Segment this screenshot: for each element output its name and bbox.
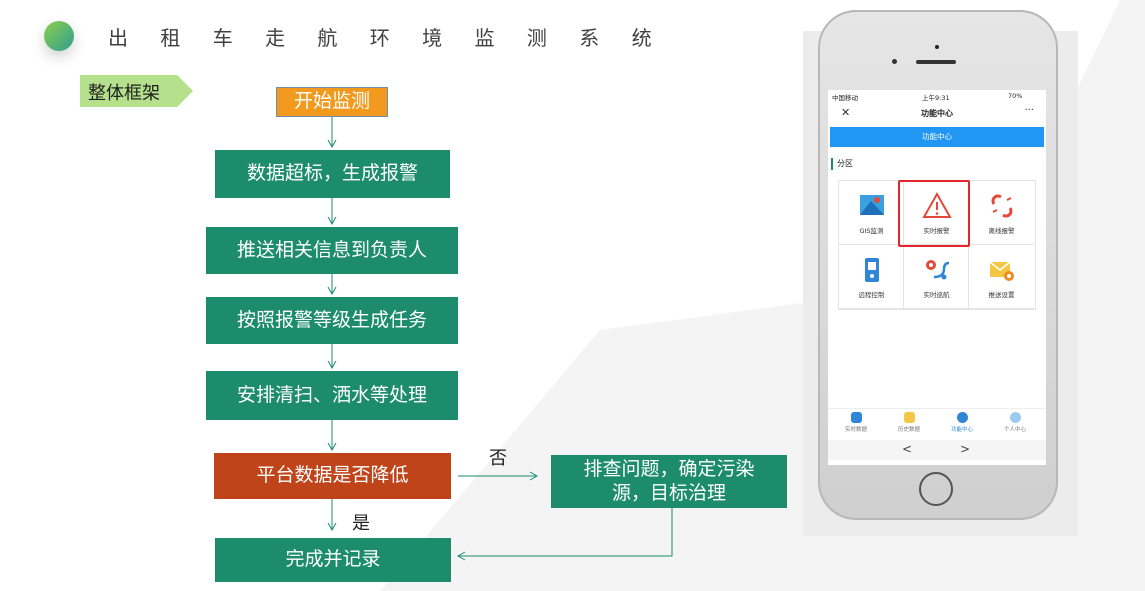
flow-investigate-box: 排查问题，确定污染源，目标治理 bbox=[551, 455, 787, 508]
flow-step-1: 数据超标，生成报警 bbox=[215, 150, 450, 198]
grid-label: 实时巡航 bbox=[923, 291, 950, 299]
grid-item-remote-control[interactable]: 远程控制 bbox=[839, 245, 904, 309]
cube-icon bbox=[956, 412, 968, 423]
browser-nav: < > bbox=[828, 440, 1046, 460]
phone-sensor bbox=[935, 45, 939, 49]
folder-icon bbox=[903, 412, 915, 423]
highlight-box bbox=[898, 180, 970, 247]
tab-bar: 实时数据 历史数据 功能中心 个人中心 bbox=[828, 408, 1046, 439]
mail-settings-icon bbox=[989, 261, 1014, 281]
arrow-investigate-finish bbox=[456, 508, 673, 561]
route-icon bbox=[926, 260, 950, 280]
grid-item-offline-alarm[interactable]: 离线报警 bbox=[969, 181, 1034, 245]
tab-function-center[interactable]: 功能中心 bbox=[937, 412, 987, 433]
status-carrier: 中国移动 bbox=[832, 94, 858, 102]
warning-icon bbox=[922, 191, 952, 218]
close-icon[interactable]: ✕ bbox=[841, 106, 851, 119]
flow-step-4: 安排清扫、洒水等处理 bbox=[206, 371, 458, 420]
tab-history-data[interactable]: 历史数据 bbox=[884, 412, 934, 433]
more-icon[interactable]: ··· bbox=[1024, 105, 1034, 116]
flow-finish-box: 完成并记录 bbox=[215, 538, 451, 582]
title-bullet-icon bbox=[44, 21, 74, 51]
grid-label: GIS监测 bbox=[859, 227, 884, 235]
status-bar: 中国移动 上午9:31 70% bbox=[828, 90, 1046, 102]
function-banner: 功能中心 bbox=[830, 127, 1044, 147]
grid-label: 推送设置 bbox=[988, 291, 1015, 299]
home-button[interactable] bbox=[919, 472, 953, 506]
map-icon bbox=[860, 195, 884, 215]
grid-item-push-settings[interactable]: 推送设置 bbox=[969, 245, 1034, 309]
remote-icon bbox=[865, 258, 879, 282]
broken-link-icon bbox=[991, 194, 1013, 218]
grid-label: 实时报警 bbox=[923, 227, 950, 235]
grid-label: 离线报警 bbox=[988, 227, 1015, 235]
label-no: 否 bbox=[489, 448, 507, 469]
tab-personal-center[interactable]: 个人中心 bbox=[990, 412, 1040, 433]
flow-start-box: 开始监测 bbox=[276, 87, 388, 117]
forward-icon[interactable]: > bbox=[960, 442, 971, 456]
flow-decision-box: 平台数据是否降低 bbox=[214, 453, 451, 499]
label-yes: 是 bbox=[352, 513, 370, 534]
phone-screen: 中国移动 上午9:31 70% ✕ 功能中心 ··· 功能中心 分区 GIS监测… bbox=[828, 90, 1046, 465]
grid-item-gis[interactable]: GIS监测 bbox=[839, 181, 904, 245]
phone-camera bbox=[892, 59, 897, 64]
status-time: 上午9:31 bbox=[922, 94, 950, 102]
phone-speaker bbox=[916, 60, 956, 64]
flow-step-2: 推送相关信息到负责人 bbox=[206, 227, 458, 274]
tab-realtime-data[interactable]: 实时数据 bbox=[831, 412, 881, 433]
status-battery: 70% bbox=[1008, 92, 1023, 100]
user-icon bbox=[1009, 412, 1021, 423]
back-icon[interactable]: < bbox=[902, 442, 913, 456]
section-title: 分区 bbox=[831, 158, 853, 170]
section-tag: 整体框架 bbox=[80, 75, 193, 107]
chart-icon bbox=[850, 412, 862, 423]
grid-label: 远程控制 bbox=[858, 291, 885, 299]
page-title: 出 租 车 走 航 环 境 监 测 系 统 bbox=[108, 26, 665, 50]
grid-item-realtime-cruise[interactable]: 实时巡航 bbox=[904, 245, 969, 309]
nav-bar: ✕ 功能中心 ··· bbox=[828, 104, 1046, 122]
section-tag-label: 整体框架 bbox=[88, 83, 160, 104]
nav-title: 功能中心 bbox=[921, 109, 953, 118]
flow-step-3: 按照报警等级生成任务 bbox=[206, 297, 458, 344]
